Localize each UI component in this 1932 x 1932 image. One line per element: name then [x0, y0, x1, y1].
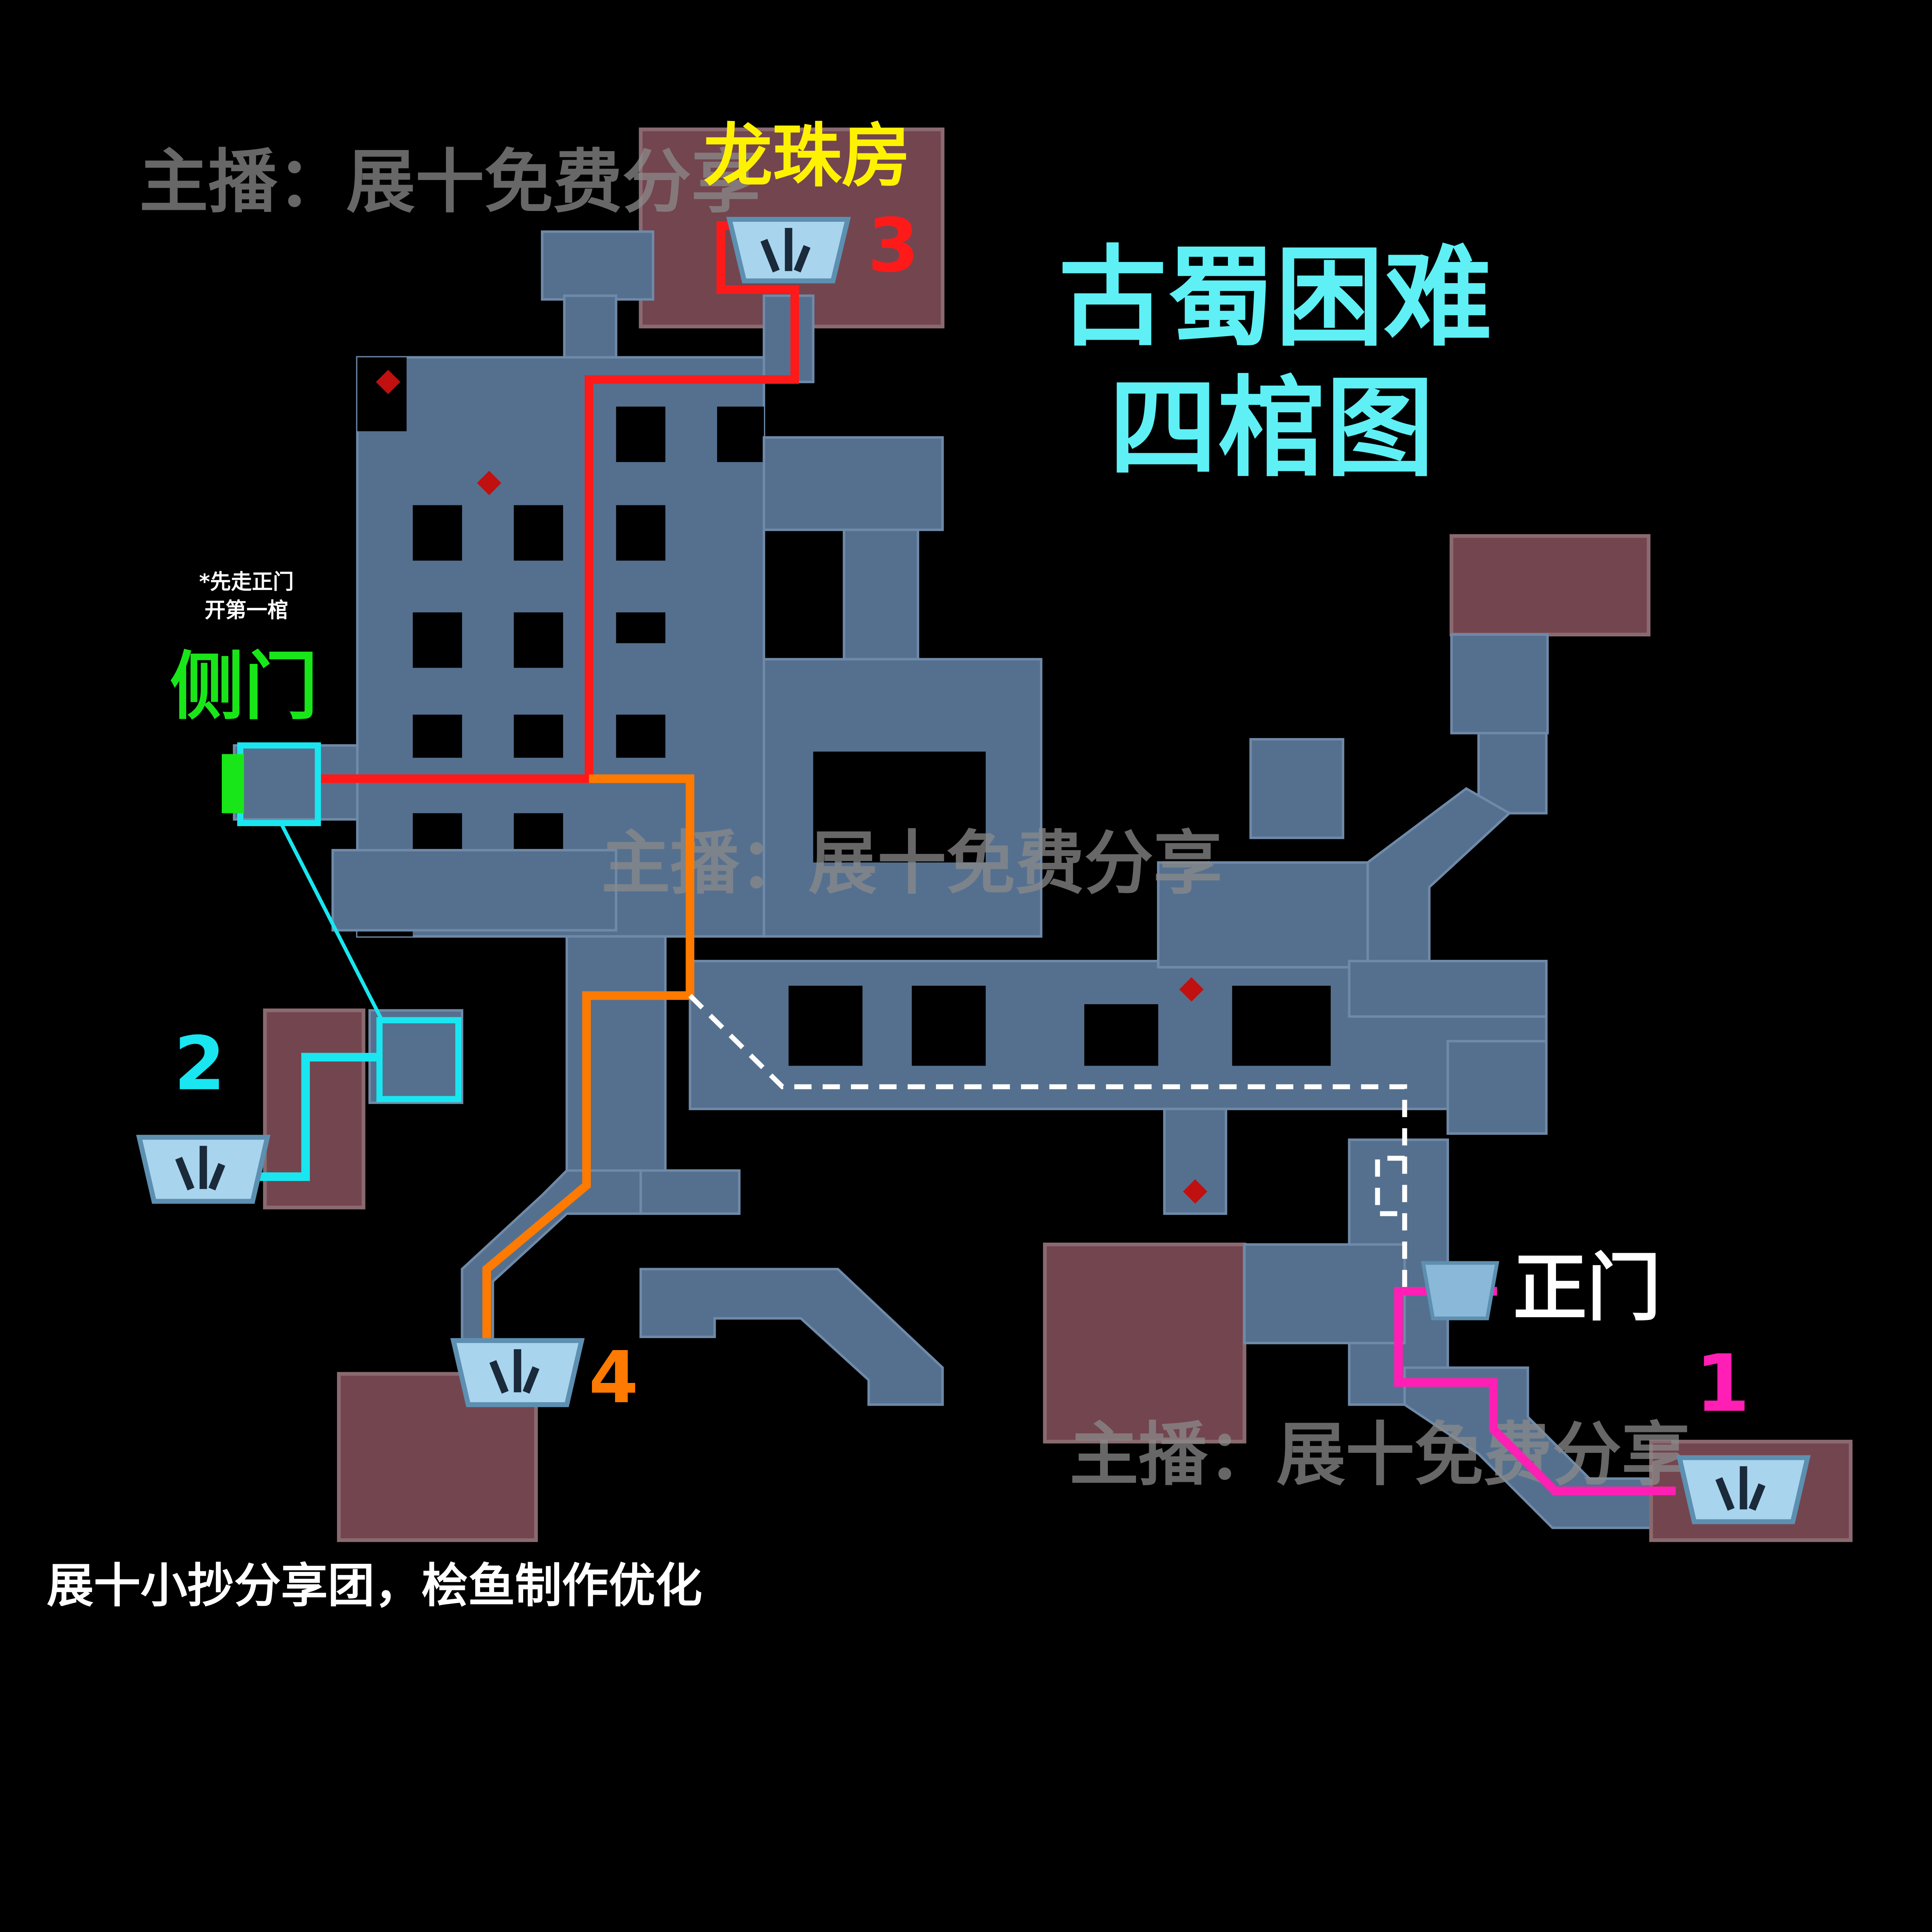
coffin-1-number: 1	[1695, 1338, 1750, 1430]
dungeon-map: 主播：展十免费分享 主播：展十免费分享 主播：展十免费分享 古蜀困难 四棺图 龙…	[47, 116, 1853, 1613]
floor-block	[1446, 1040, 1548, 1135]
floor-block	[762, 436, 944, 531]
watermark: 主播：展十免费分享	[601, 823, 1222, 904]
red-room	[1449, 534, 1651, 637]
route-dashed	[688, 993, 1407, 1294]
note-line2: 开第一棺	[204, 598, 288, 622]
floor-block	[368, 1009, 463, 1104]
floor-block	[1477, 732, 1548, 815]
route-1-pink	[1394, 1287, 1676, 1495]
floor-block	[1450, 633, 1549, 735]
red-room	[1043, 1242, 1247, 1444]
watermark: 主播：展十免费分享	[139, 142, 760, 223]
floor-block	[541, 230, 655, 301]
dragon-room-label: 龙珠房	[704, 116, 911, 197]
coffin-2-number: 2	[174, 1021, 225, 1107]
routes	[237, 221, 1676, 1495]
enemy-markers	[376, 369, 1208, 1204]
watermark: 主播：展十免费分享	[1070, 1415, 1690, 1495]
floor-block	[331, 849, 617, 932]
floor-corridor	[639, 1268, 944, 1406]
route-connector	[279, 822, 384, 1021]
coffin-4-number: 4	[589, 1336, 639, 1419]
route-3-red	[318, 221, 801, 783]
floor-block	[1243, 1243, 1406, 1344]
main-door-icon	[1421, 1261, 1500, 1320]
coffin-icons	[136, 217, 1811, 1524]
grid-holes	[357, 357, 764, 937]
coffin-3-number: 3	[867, 203, 919, 289]
route-4-orange	[482, 774, 694, 1349]
floor-block	[1348, 960, 1548, 1018]
coffin-icon	[1676, 1455, 1811, 1524]
route-2-cyan	[252, 1053, 380, 1181]
main-door-label: 正门	[1513, 1245, 1661, 1331]
marker-icon	[376, 369, 401, 395]
floor-block	[639, 1169, 741, 1215]
marker-icon	[1183, 1179, 1208, 1204]
floor-block	[762, 294, 815, 383]
side-door-marker	[221, 754, 244, 813]
note-line1: *先走正门	[199, 570, 294, 594]
side-door-label: 侧门	[170, 644, 318, 730]
marker-icon	[1179, 977, 1204, 1002]
footer-credit: 展十小抄分享团，桧鱼制作优化	[47, 1558, 702, 1613]
floor-block	[1249, 738, 1344, 839]
route-dashed	[1375, 1156, 1405, 1216]
coffin-icon	[136, 1134, 270, 1204]
floor-block	[565, 935, 667, 1209]
coffin-icon	[450, 1338, 585, 1407]
map-subtitle: 四棺图	[1109, 366, 1434, 492]
diagonal-corridor	[1366, 787, 1512, 975]
map-title: 古蜀困难	[1058, 235, 1492, 361]
floor-block	[843, 528, 919, 667]
coffin-icon	[726, 217, 851, 284]
